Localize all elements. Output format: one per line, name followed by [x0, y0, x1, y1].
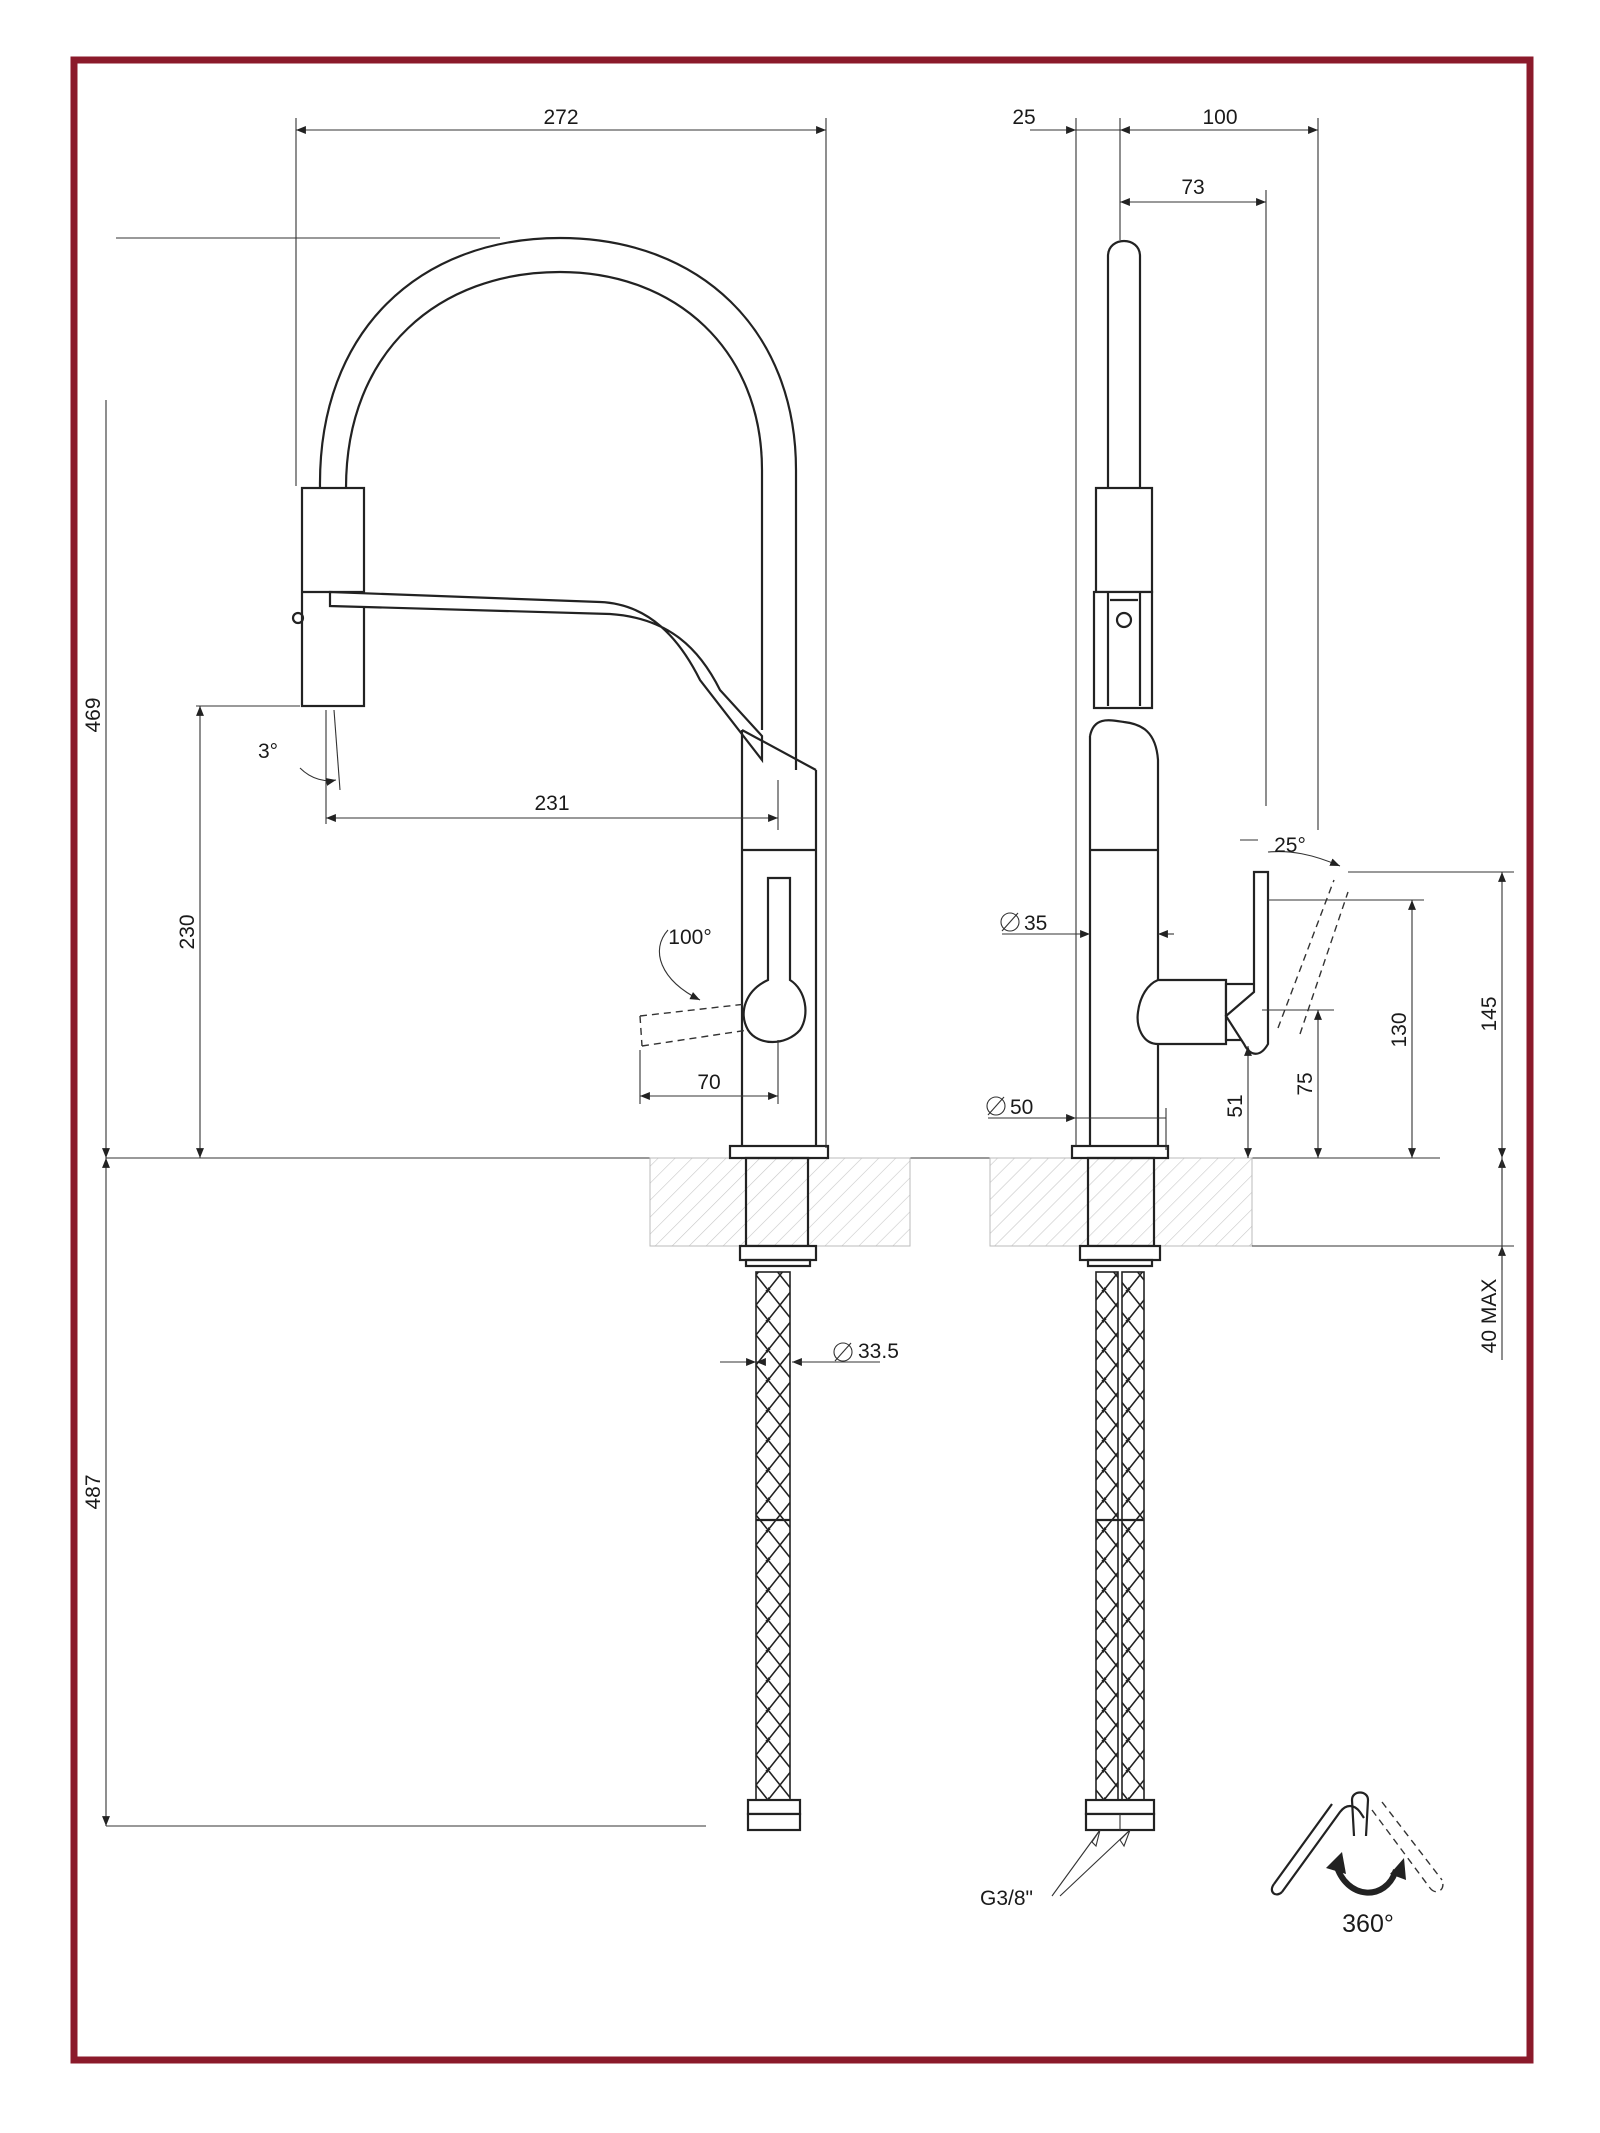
- side-braided-hose-2: [1121, 1271, 1145, 1801]
- angle-spout-label: 3°: [258, 740, 278, 763]
- drawing-frame: [70, 56, 1534, 2064]
- front-body: [740, 729, 818, 1146]
- angle-lever-side-label: 25°: [1274, 834, 1306, 857]
- dim-base-dia-label: 50: [1010, 1096, 1033, 1119]
- side-view: 25° 25 100 73 35: [980, 106, 1514, 1910]
- dim-body-dia-label: 35: [1024, 912, 1047, 935]
- side-braided-hose-1: [1095, 1271, 1119, 1801]
- dim-deck-thickness-label: 40 MAX: [1478, 1279, 1501, 1354]
- dim-handle-base-label: 51: [1224, 1094, 1247, 1117]
- dim-lever-top-label: 145: [1478, 996, 1501, 1031]
- angle-lever-label: 100°: [668, 926, 711, 949]
- dim-handle-top-label: 130: [1388, 1012, 1411, 1047]
- dim-spout-projection-label: 231: [534, 792, 569, 815]
- dim-spout-offset-label: 73: [1181, 176, 1204, 199]
- dim-outlet-height-label: 230: [176, 914, 199, 949]
- rotation-label: 360°: [1342, 1910, 1394, 1938]
- front-braided-hose: [755, 1271, 791, 1801]
- dim-height-total-label: 469: [82, 697, 105, 732]
- front-countertop: [649, 1157, 911, 1247]
- dim-offset-left-label: 25: [1012, 106, 1035, 129]
- front-lever: [742, 876, 807, 1043]
- dim-offset-right-label: 100: [1202, 106, 1237, 129]
- dim-reach-label: 272: [543, 106, 578, 129]
- side-handle: [1136, 978, 1228, 1046]
- connection-label: G3/8": [980, 1887, 1033, 1910]
- side-countertop: [989, 1157, 1253, 1247]
- side-spout: [1106, 240, 1142, 488]
- front-view: 272 469 230 3° 231 100° 70 487: [82, 106, 1440, 1832]
- dim-lever-projection-label: 70: [697, 1071, 720, 1094]
- dim-handle-axis-label: 75: [1294, 1072, 1317, 1095]
- dim-below-deck-label: 487: [82, 1474, 105, 1509]
- rotation-icon: 360°: [1270, 1791, 1444, 1938]
- dim-hose-dia-label: 33.5: [858, 1340, 899, 1363]
- front-spout-arc: [318, 236, 798, 770]
